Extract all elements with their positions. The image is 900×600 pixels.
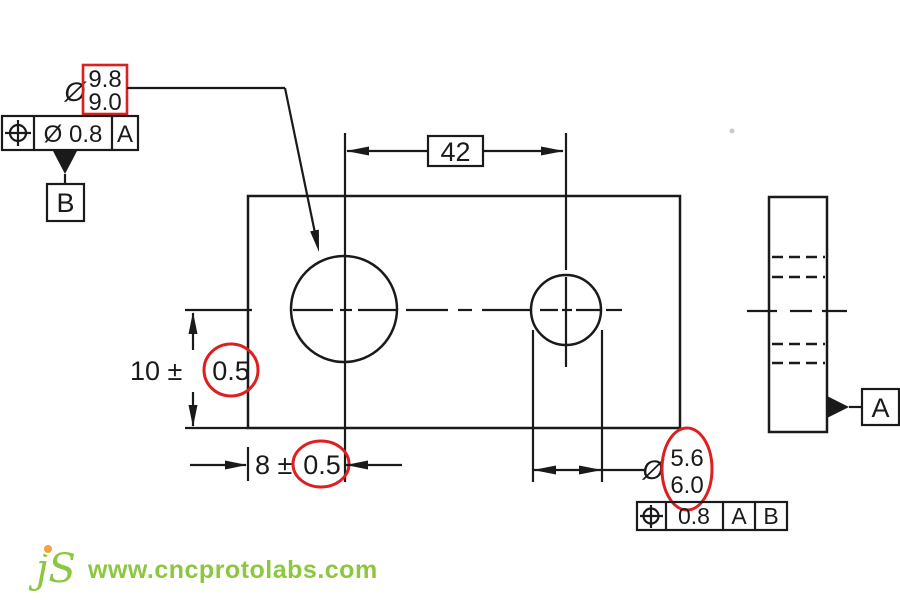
feature-control-frame-right: 0.8 A B <box>635 500 789 532</box>
fcf-right-tolerance: 0.8 <box>678 503 710 529</box>
offset-dimension-tolerance: 0.5 <box>303 450 341 480</box>
width-dimension-value: 42 <box>440 137 470 167</box>
arrowhead-icon <box>346 146 369 156</box>
fcf-left-tolerance: Ø 0.8 <box>44 121 103 148</box>
fcf-right-datum-1: A <box>731 503 747 529</box>
footer: jS www.cncprotolabs.com <box>28 543 378 592</box>
arrowhead-icon <box>533 465 556 475</box>
logo-text: jS <box>28 546 76 592</box>
position-symbol-icon <box>5 120 31 146</box>
arrowhead-icon <box>188 312 198 334</box>
side-outline <box>767 195 829 434</box>
arrowhead-icon <box>579 465 602 475</box>
highlight-box <box>81 63 129 116</box>
logo-dot-icon <box>42 543 54 555</box>
side-view <box>747 195 847 434</box>
feature-control-frame-left: Ø 0.8 A <box>0 114 140 152</box>
datum-a-label: A <box>871 393 889 423</box>
hidden-hole-lines <box>772 255 825 365</box>
small-hole-upper-limit: 5.6 <box>670 445 703 472</box>
width-dimension: 42 <box>346 134 564 168</box>
height-dimension-tolerance: 0.5 <box>212 356 250 386</box>
datum-triangle-icon <box>53 151 77 174</box>
arrowhead-icon <box>225 460 247 470</box>
front-view <box>185 133 682 482</box>
large-hole-callout: Ø 9.8 9.0 <box>63 63 319 252</box>
fcf-right-datum-2: B <box>763 503 778 529</box>
datum-b-symbol: B <box>45 151 86 223</box>
highlight-circle <box>202 342 260 398</box>
small-hole-lower-limit: 6.0 <box>670 472 703 499</box>
fcf-left-datum: A <box>117 121 133 148</box>
large-hole-upper-limit: 9.8 <box>88 66 121 93</box>
arrowhead-icon <box>188 405 198 427</box>
basic-dimension-box <box>426 134 485 168</box>
large-hole-lower-limit: 9.0 <box>88 89 121 116</box>
small-hole-callout: Ø 5.6 6.0 <box>533 426 714 512</box>
offset-dimension-value: 8 ± <box>255 450 292 480</box>
height-dimension-value: 10 ± <box>130 356 182 386</box>
part-outline <box>246 194 682 430</box>
offset-dimension: 8 ± 0.5 <box>190 439 402 489</box>
vertical-centerlines <box>343 133 604 482</box>
speck <box>729 128 735 134</box>
arrowhead-icon <box>310 229 319 252</box>
arrowhead-icon <box>541 146 564 156</box>
datum-triangle-icon <box>827 396 849 418</box>
datum-a-symbol: A <box>827 387 900 427</box>
height-dimension: 10 ± 0.5 <box>130 312 260 430</box>
leader-arrow <box>127 86 319 252</box>
highlight-ellipse <box>660 426 714 512</box>
datum-b-label: B <box>56 188 74 218</box>
position-symbol-icon <box>640 505 663 528</box>
website-text: www.cncprotolabs.com <box>87 556 378 584</box>
